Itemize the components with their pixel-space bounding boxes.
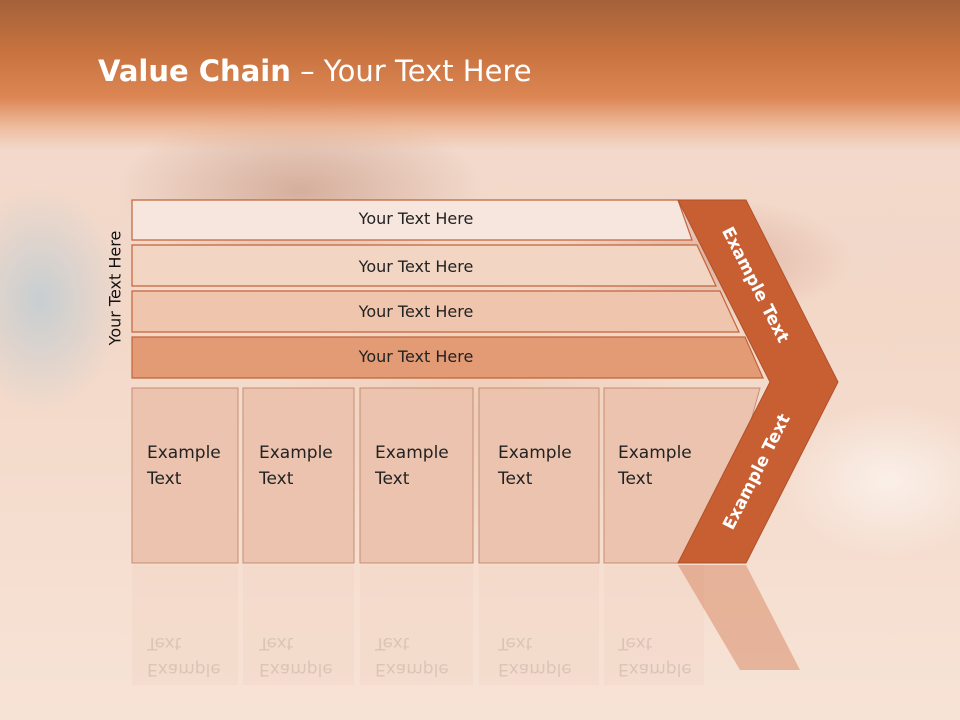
box-5-reflection-line2: Text	[618, 633, 653, 653]
box-1-line1: Example	[147, 443, 221, 463]
bar-2	[131, 244, 717, 287]
box-1-reflection: Example Text	[147, 630, 247, 682]
box-5-reflection: Example Text	[618, 630, 718, 682]
bar-4	[131, 336, 764, 379]
box-2-line1: Example	[259, 443, 333, 463]
box-5-reflection-line1: Example	[618, 659, 692, 679]
box-2-reflection-line2: Text	[259, 633, 294, 653]
box-4-line1: Example	[498, 443, 572, 463]
box-5-line1: Example	[618, 443, 692, 463]
box-3-line1: Example	[375, 443, 449, 463]
bar-2-label: Your Text Here	[358, 257, 474, 276]
box-2-line2: Text	[259, 469, 294, 489]
title-rest: – Your Text Here	[290, 54, 532, 88]
chevron-reflection	[678, 565, 800, 670]
box-2	[242, 387, 355, 564]
bar-3-label: Your Text Here	[358, 302, 474, 321]
bar-1	[131, 199, 693, 241]
box-1-reflection-line2: Text	[147, 633, 182, 653]
box-1-reflection-line1: Example	[147, 659, 221, 679]
box-1-line2: Text	[147, 469, 182, 489]
box-3-reflection-line2: Text	[375, 633, 410, 653]
box-2-reflection-line1: Example	[259, 659, 333, 679]
bar-3	[131, 290, 740, 333]
chevron-arrow	[677, 199, 839, 564]
header-band	[0, 0, 960, 150]
box-5-line2: Text	[618, 469, 653, 489]
bar-4-label: Your Text Here	[358, 347, 474, 366]
box-2-reflection: Example Text	[259, 630, 359, 682]
bar-1-label: Your Text Here	[358, 209, 474, 228]
title-bold: Value Chain	[98, 54, 291, 88]
box-1	[131, 387, 239, 564]
box-3-reflection-line1: Example	[375, 659, 449, 679]
box-4	[478, 387, 600, 564]
box-4-line2: Text	[498, 469, 533, 489]
slide-title: Value Chain – Your Text Here	[98, 54, 532, 88]
reflection	[132, 565, 704, 685]
box-4-reflection-line2: Text	[498, 633, 533, 653]
box-3-line2: Text	[375, 469, 410, 489]
box-3-reflection: Example Text	[375, 630, 475, 682]
box-3	[359, 387, 474, 564]
box-4-reflection: Example Text	[498, 630, 598, 682]
box-4-reflection-line1: Example	[498, 659, 572, 679]
